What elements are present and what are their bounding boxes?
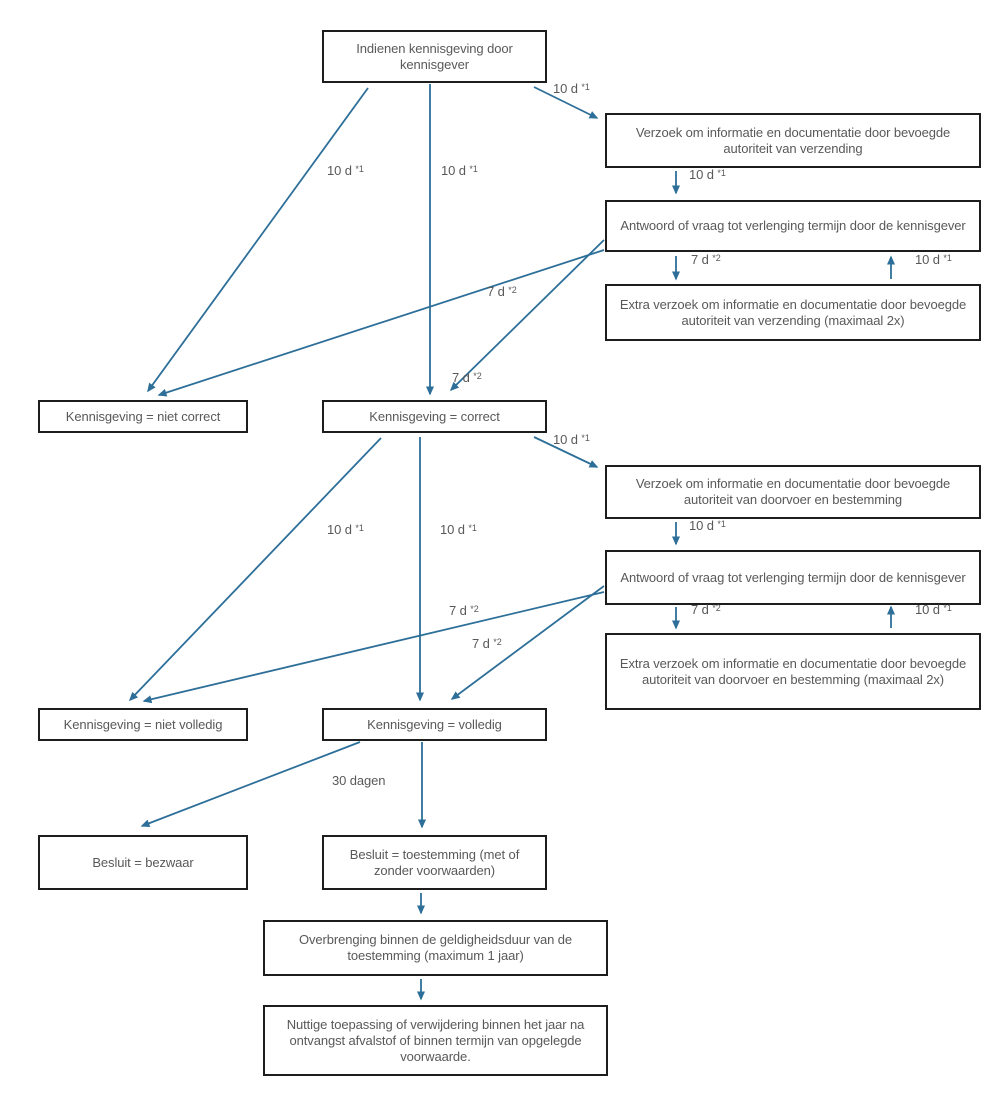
label-10d-extra-antwoord-1: 10 d *1 bbox=[915, 252, 952, 267]
box-besluit-bezwaar: Besluit = bezwaar bbox=[38, 835, 248, 890]
box-text: Besluit = bezwaar bbox=[92, 854, 194, 870]
box-besluit-toestemming: Besluit = toestemming (met of zonder voo… bbox=[322, 835, 547, 890]
box-text: Extra verzoek om informatie en documenta… bbox=[619, 296, 967, 328]
label-7d-antwoord-niet-correct: 7 d *2 bbox=[487, 284, 517, 299]
label-30-dagen: 30 dagen bbox=[332, 773, 386, 788]
label-10d-indienen-verzoek: 10 d *1 bbox=[553, 81, 590, 96]
arrow-antwoord-2-to-volledig bbox=[450, 585, 605, 700]
box-text: Besluit = toestemming (met of zonder voo… bbox=[349, 846, 520, 878]
arrow-indienen-to-niet-correct bbox=[147, 87, 369, 393]
box-text: Nuttige toepassing of verwijdering binne… bbox=[286, 1016, 585, 1064]
label-10d-correct-verzoek: 10 d *1 bbox=[553, 432, 590, 447]
label-10d-indienen-correct: 10 d *1 bbox=[441, 163, 478, 178]
box-overbrenging-geldigheidsduur: Overbrenging binnen de geldigheidsduur v… bbox=[263, 920, 608, 976]
arrow-correct-to-verzoek-doorvoer bbox=[533, 436, 599, 468]
box-kennisgeving-niet-volledig: Kennisgeving = niet volledig bbox=[38, 708, 248, 741]
box-text: Antwoord of vraag tot verlenging termijn… bbox=[620, 218, 966, 233]
label-10d-extra-antwoord-2: 10 d *1 bbox=[915, 602, 952, 617]
box-nuttige-toepassing-verwijdering: Nuttige toepassing of verwijdering binne… bbox=[263, 1005, 608, 1076]
label-10d-correct-volledig: 10 d *1 bbox=[440, 522, 477, 537]
arrow-antwoord-1-to-niet-correct bbox=[157, 249, 605, 397]
box-kennisgeving-correct: Kennisgeving = correct bbox=[322, 400, 547, 433]
box-indienen-kennisgeving: Indienen kennisgeving door kennisgever bbox=[322, 30, 547, 83]
box-text: Verzoek om informatie en documentatie do… bbox=[635, 124, 951, 156]
arrow-antwoord-2-to-niet-volledig bbox=[142, 591, 605, 704]
label-7d-antwoord-correct: 7 d *2 bbox=[452, 370, 482, 385]
label-10d-verzoek-antwoord-2: 10 d *1 bbox=[689, 518, 726, 533]
box-antwoord-verlenging-1: Antwoord of vraag tot verlenging termijn… bbox=[605, 200, 981, 252]
label-7d-antwoord-extra-1: 7 d *2 bbox=[691, 252, 721, 267]
box-kennisgeving-volledig: Kennisgeving = volledig bbox=[322, 708, 547, 741]
box-text: Kennisgeving = niet volledig bbox=[63, 716, 223, 732]
label-7d-antwoord-niet-volledig: 7 d *2 bbox=[449, 603, 479, 618]
box-extra-verzoek-verzending: Extra verzoek om informatie en documenta… bbox=[605, 284, 981, 341]
arrow-antwoord-1-to-correct bbox=[449, 239, 605, 392]
label-10d-verzoek-antwoord-1: 10 d *1 bbox=[689, 167, 726, 182]
box-antwoord-verlenging-2: Antwoord of vraag tot verlenging termijn… bbox=[605, 550, 981, 605]
arrow-correct-to-niet-volledig bbox=[128, 437, 382, 702]
label-7d-antwoord-volledig: 7 d *2 bbox=[472, 636, 502, 651]
arrow-indienen-to-verzoek-verzending bbox=[533, 86, 599, 119]
label-7d-antwoord-extra-2: 7 d *2 bbox=[691, 602, 721, 617]
box-verzoek-verzending: Verzoek om informatie en documentatie do… bbox=[605, 113, 981, 168]
arrow-volledig-to-bezwaar bbox=[140, 741, 361, 828]
box-text: Antwoord of vraag tot verlenging termijn… bbox=[620, 569, 966, 585]
box-text: Kennisgeving = niet correct bbox=[65, 408, 221, 424]
box-text: Kennisgeving = volledig bbox=[367, 716, 502, 732]
box-text: Verzoek om informatie en documentatie do… bbox=[635, 476, 951, 507]
box-extra-verzoek-doorvoer-bestemming: Extra verzoek om informatie en documenta… bbox=[605, 633, 981, 710]
box-text: Kennisgeving = correct bbox=[369, 408, 500, 424]
box-verzoek-doorvoer-bestemming: Verzoek om informatie en documentatie do… bbox=[605, 465, 981, 519]
label-10d-indienen-niet-correct: 10 d *1 bbox=[327, 163, 364, 178]
box-text: Extra verzoek om informatie en documenta… bbox=[619, 655, 967, 687]
label-10d-correct-niet-volledig: 10 d *1 bbox=[327, 522, 364, 537]
box-kennisgeving-niet-correct: Kennisgeving = niet correct bbox=[38, 400, 248, 433]
box-text: Overbrenging binnen de geldigheidsduur v… bbox=[298, 932, 573, 963]
box-text: Indienen kennisgeving door kennisgever bbox=[356, 40, 513, 72]
